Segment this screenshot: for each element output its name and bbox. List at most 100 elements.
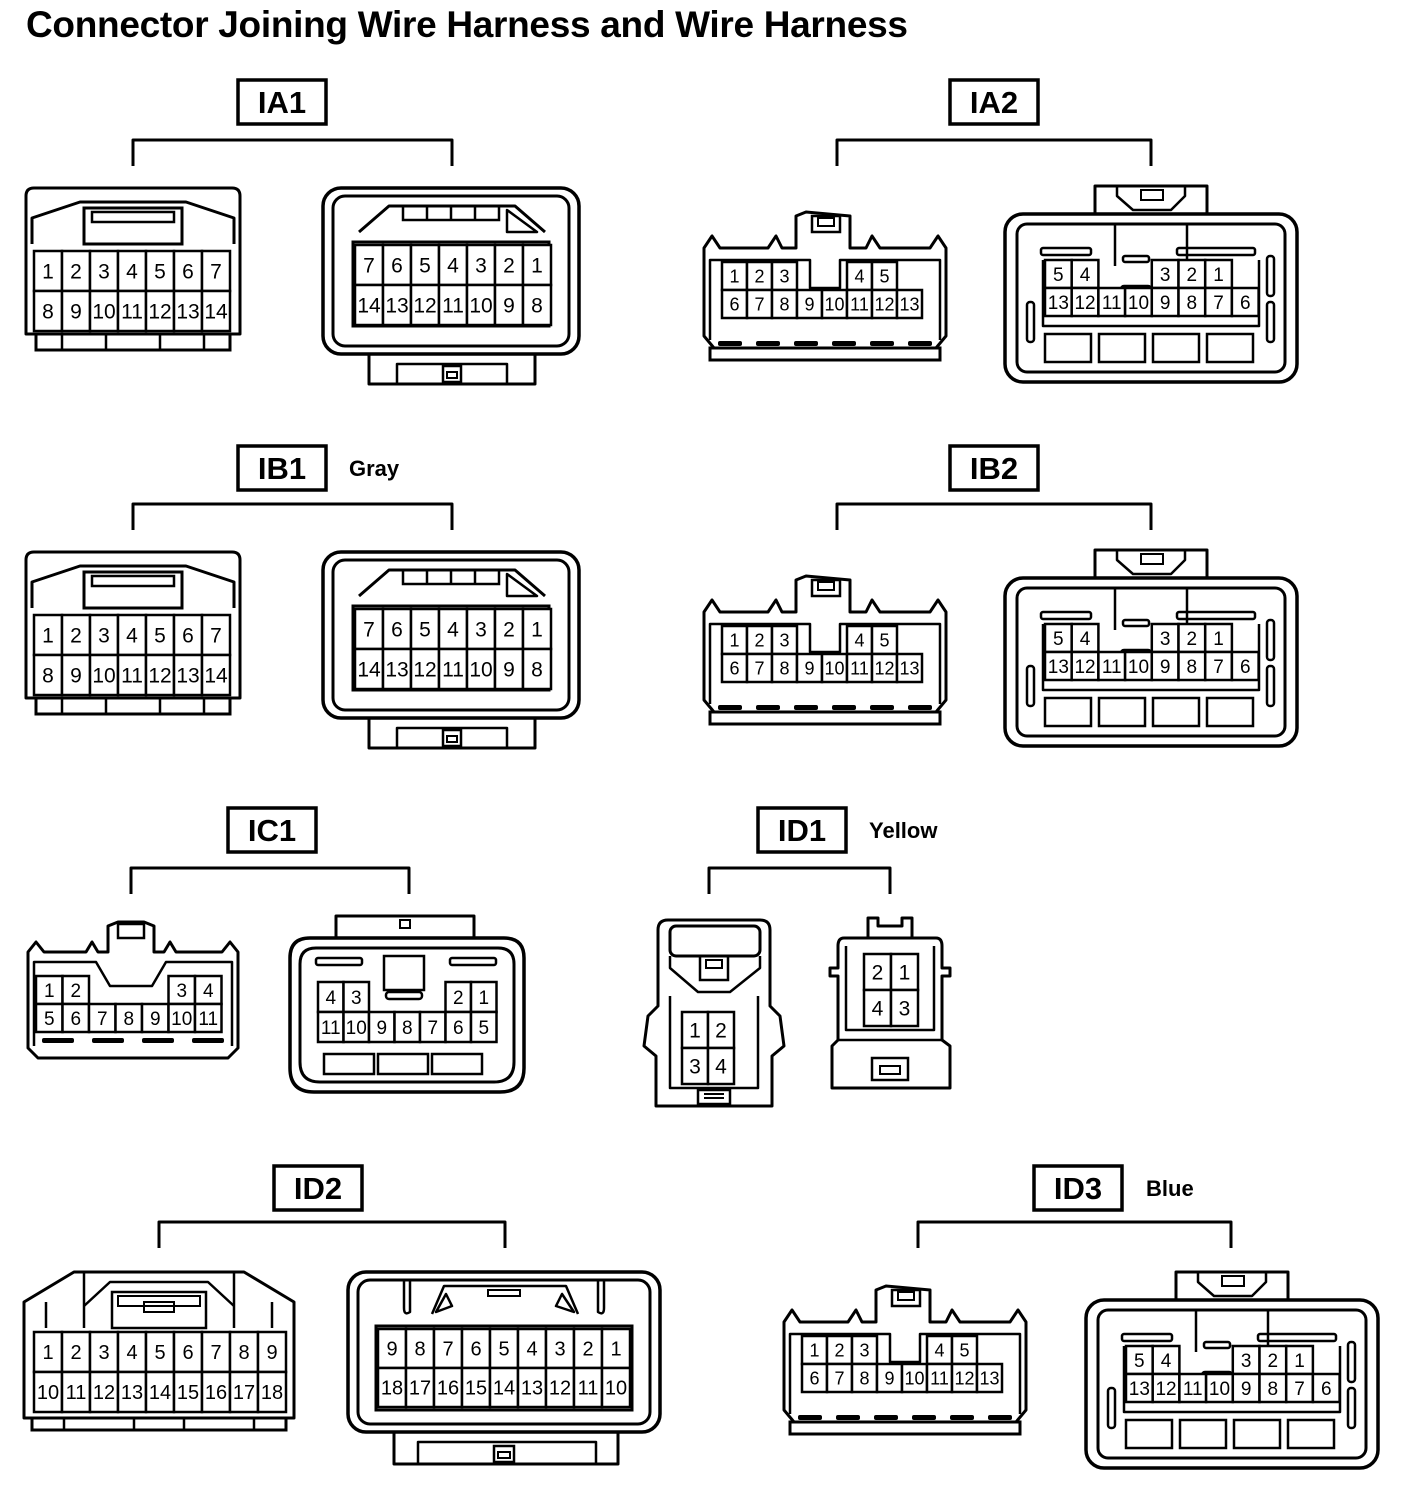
pin-cell: [1070, 622, 1100, 654]
pin-number: 1: [1294, 1351, 1305, 1372]
connector-slot: [1346, 1340, 1357, 1384]
connector-slot: [1025, 300, 1036, 344]
pin-number: 8: [531, 659, 543, 682]
connector-outline: [367, 718, 537, 750]
pin-number: 8: [859, 1368, 869, 1388]
pin-number: 12: [148, 301, 171, 324]
connector-slot: [718, 705, 742, 710]
pin-cell: [516, 1366, 548, 1409]
pin-number: 3: [475, 255, 487, 278]
pin-number: 2: [1187, 629, 1198, 650]
connector-outline: [24, 186, 242, 336]
pin-number: 3: [899, 998, 911, 1021]
pin-cell: [895, 288, 924, 320]
pin-number: 6: [809, 1368, 819, 1388]
pin-number: 2: [503, 619, 515, 642]
connector-outline: [90, 574, 176, 588]
pin-cell: [200, 249, 232, 293]
connector-outline: [416, 1440, 598, 1464]
pin-number: 7: [442, 1339, 453, 1361]
pin-cell: [193, 1002, 223, 1034]
pin-cell: [88, 289, 120, 333]
pin-cell: [1123, 286, 1154, 318]
pin-cell: [342, 980, 371, 1014]
pin-cell: [889, 952, 920, 992]
pin-number: 2: [453, 988, 464, 1009]
pin-number: 11: [442, 659, 464, 682]
pin-number: 8: [779, 658, 789, 678]
connector-outline: [810, 578, 842, 598]
pin-number: 10: [1128, 293, 1149, 314]
pin-number: 3: [689, 1056, 701, 1079]
pin-number: 2: [70, 981, 81, 1002]
connector-slot: [1265, 664, 1276, 708]
connector-slot: [1175, 610, 1257, 621]
bracket-line: [835, 502, 1153, 530]
pin-number: 5: [419, 255, 431, 278]
connector-outline: [702, 574, 948, 714]
pin-number: 6: [470, 1339, 481, 1361]
pin-number: 8: [123, 1009, 134, 1030]
pin-number: 7: [1294, 1379, 1305, 1400]
connector-outline: [1232, 1418, 1282, 1450]
connector-outline: [374, 1324, 634, 1412]
pin-number: 6: [453, 1018, 464, 1039]
connector-outline: [870, 1056, 910, 1082]
pin-cell: [1284, 1372, 1315, 1404]
connector-outline: [1140, 189, 1164, 201]
connector-code: IA1: [258, 85, 306, 120]
connector-outline: [321, 186, 581, 356]
pin-number: 11: [442, 295, 464, 318]
pin-cell: [1070, 258, 1100, 290]
connector-outline: [505, 572, 539, 598]
pin-number: 10: [605, 1378, 627, 1400]
pin-number: 2: [715, 1020, 727, 1043]
pin-cell: [200, 1370, 232, 1414]
pin-number: 6: [1240, 293, 1251, 314]
connector-outline: [441, 364, 463, 384]
connector-outline: [817, 217, 835, 227]
connector-outline: [34, 332, 232, 352]
pin-number: 1: [478, 988, 489, 1009]
pin-number: 1: [1213, 629, 1224, 650]
pin-number: 13: [1048, 293, 1069, 314]
pin-number: 11: [66, 1382, 87, 1404]
connector-outline: [30, 564, 236, 608]
pin-cell: [381, 243, 413, 287]
pin-cell: [465, 647, 497, 691]
connector-outline: [402, 1280, 412, 1315]
pin-cell: [870, 624, 899, 656]
pin-cell: [521, 243, 553, 287]
pin-number: 7: [210, 1342, 221, 1364]
pin-cell: [820, 288, 849, 320]
pin-number: 2: [70, 1342, 81, 1364]
connector-code: IB2: [970, 451, 1018, 486]
pin-cell: [1097, 650, 1127, 682]
pin-number: 12: [93, 1382, 115, 1404]
connector-outline: [22, 1270, 296, 1420]
pin-number: 2: [754, 266, 764, 286]
pin-number: 6: [182, 625, 194, 648]
pin-number: 13: [899, 294, 919, 314]
pin-number: 6: [391, 255, 403, 278]
pin-number: 1: [899, 962, 911, 985]
bracket-line: [157, 1220, 507, 1248]
pin-number: 9: [1241, 1379, 1252, 1400]
connector-slot: [42, 1038, 74, 1043]
connector-outline: [708, 258, 942, 340]
pin-number: 15: [177, 1382, 199, 1404]
pin-cell: [1231, 1372, 1261, 1404]
pin-number: 4: [854, 266, 864, 286]
pin-number: 12: [874, 294, 894, 314]
pin-number: 3: [98, 1342, 109, 1364]
connector-outline: [698, 954, 730, 982]
pin-number: 2: [70, 625, 82, 648]
connector-outline: [143, 1301, 175, 1313]
connector-outline: [331, 194, 571, 348]
